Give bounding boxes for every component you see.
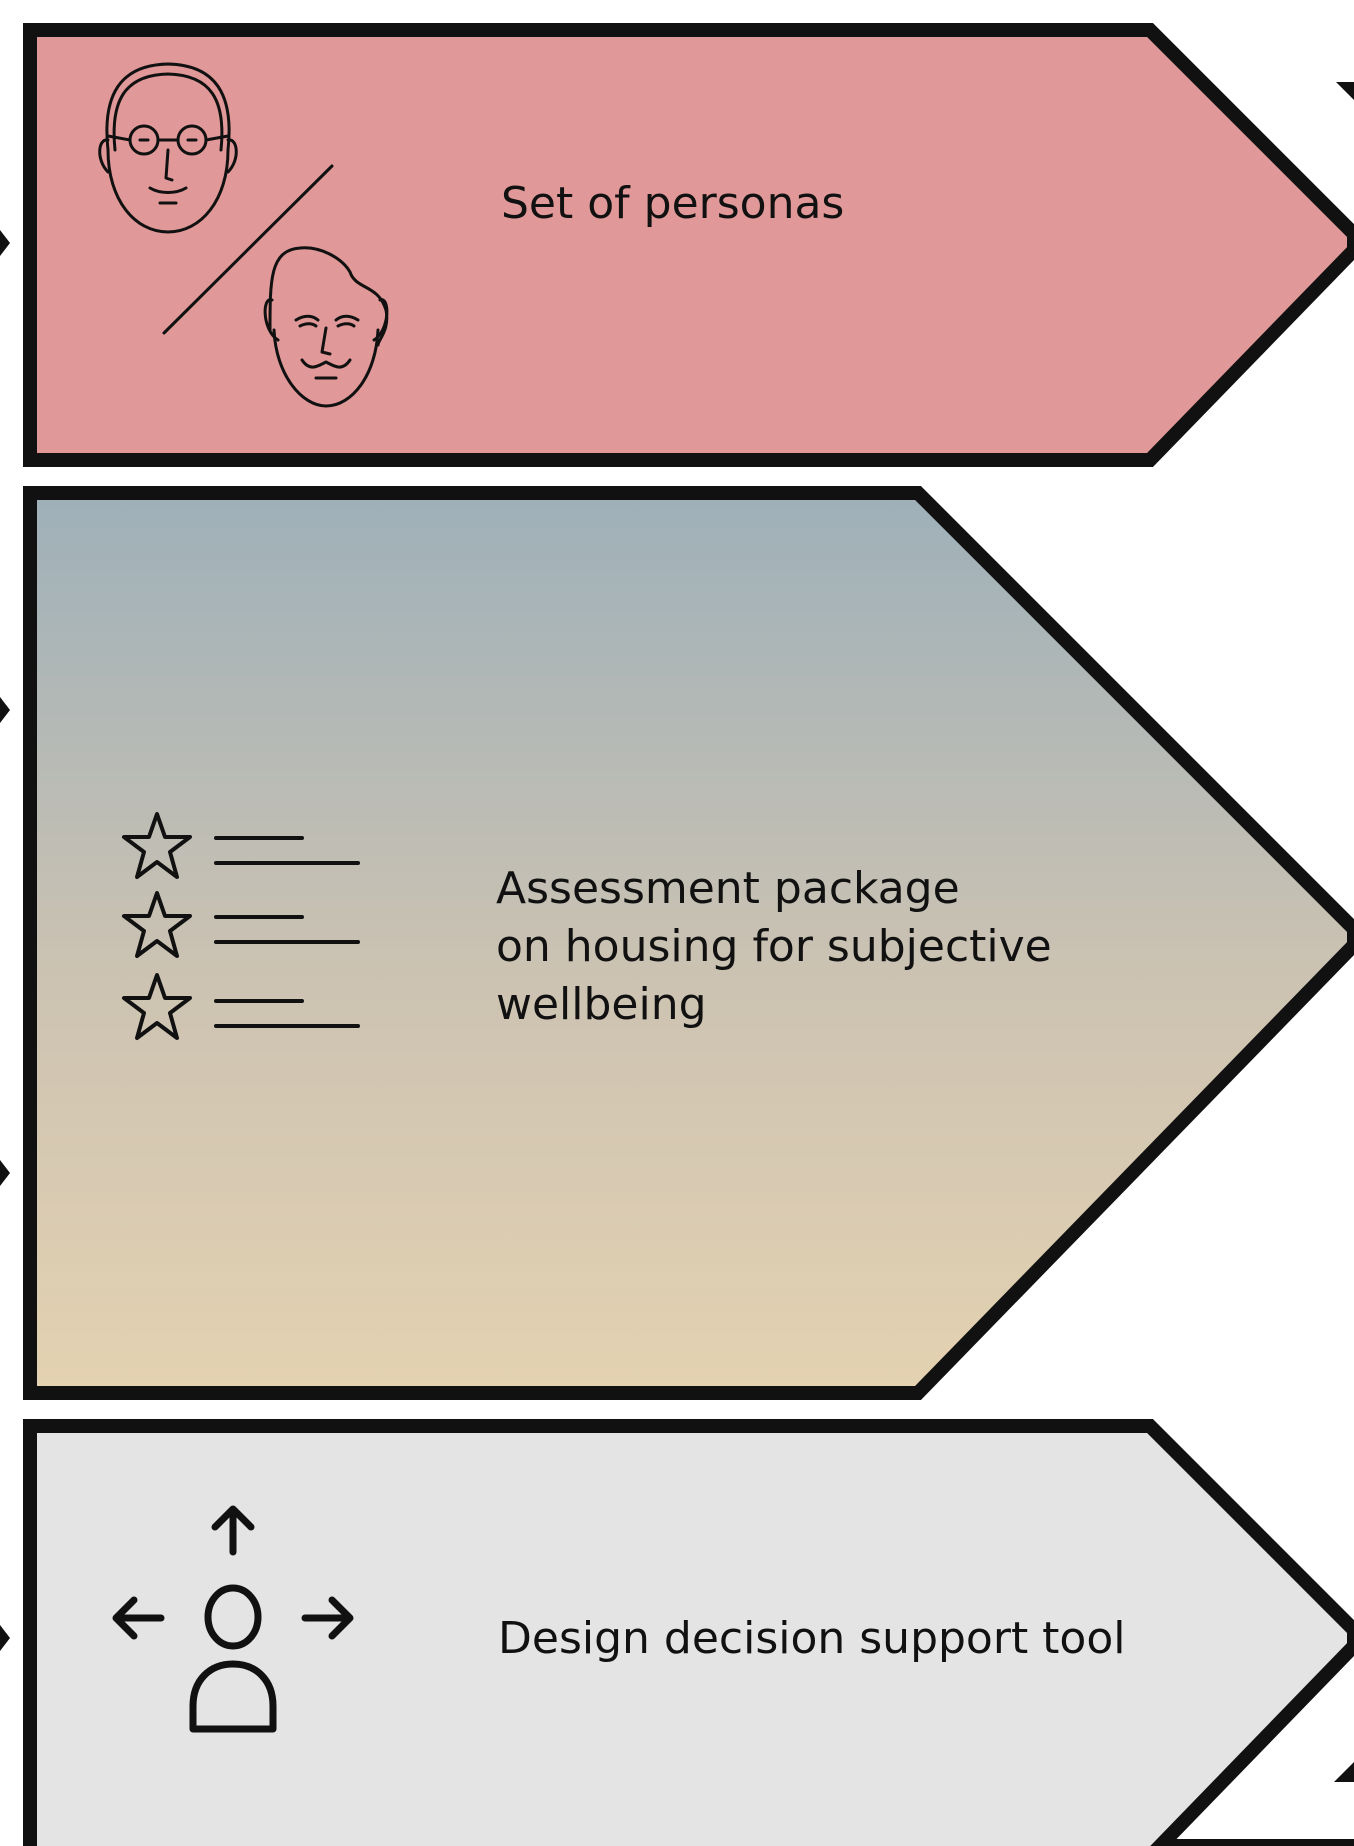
- two-faces-persona-icon: [98, 62, 389, 408]
- panel-assessment-shape: [23, 486, 1354, 1400]
- person-directions-icon: [112, 1505, 354, 1733]
- corner-mark: [1334, 1762, 1354, 1782]
- star-rating-list-icon: [122, 812, 360, 1040]
- label-line: Design decision support tool: [498, 1613, 1126, 1664]
- star-icon: [122, 812, 192, 879]
- person-head-icon: [204, 1584, 262, 1650]
- panel-assessment: [23, 486, 1354, 1400]
- arrow-up-icon: [211, 1505, 255, 1556]
- panel-personas: [23, 23, 1354, 467]
- older-man-face-icon: [98, 62, 238, 234]
- label-personas: Set of personas: [501, 175, 844, 233]
- label-line: on housing for subjective: [496, 921, 1052, 972]
- person-body-icon: [189, 1660, 277, 1733]
- persona-divider-line: [162, 164, 334, 335]
- younger-man-face-icon: [263, 246, 389, 408]
- connector-mark: [0, 697, 10, 723]
- right-edge-marks: [1334, 82, 1354, 1782]
- corner-mark: [1336, 82, 1354, 100]
- connector-mark: [0, 230, 10, 256]
- label-assessment: Assessment package on housing for subjec…: [496, 860, 1052, 1034]
- label-line: wellbeing: [496, 979, 707, 1030]
- panel-tool: [23, 1419, 1354, 1846]
- arrow-right-icon: [301, 1596, 354, 1640]
- label-tool: Design decision support tool: [498, 1610, 1126, 1668]
- star-icon: [122, 891, 192, 958]
- panel-personas-shape: [23, 23, 1354, 467]
- label-line: Assessment package: [496, 863, 960, 914]
- connector-mark: [0, 1625, 10, 1651]
- connector-mark: [0, 1160, 10, 1186]
- arrow-left-icon: [112, 1596, 165, 1640]
- label-line: Set of personas: [501, 178, 845, 229]
- panel-tool-shape: [23, 1419, 1354, 1846]
- left-edge-connectors: [0, 230, 10, 1651]
- star-icon: [122, 973, 192, 1040]
